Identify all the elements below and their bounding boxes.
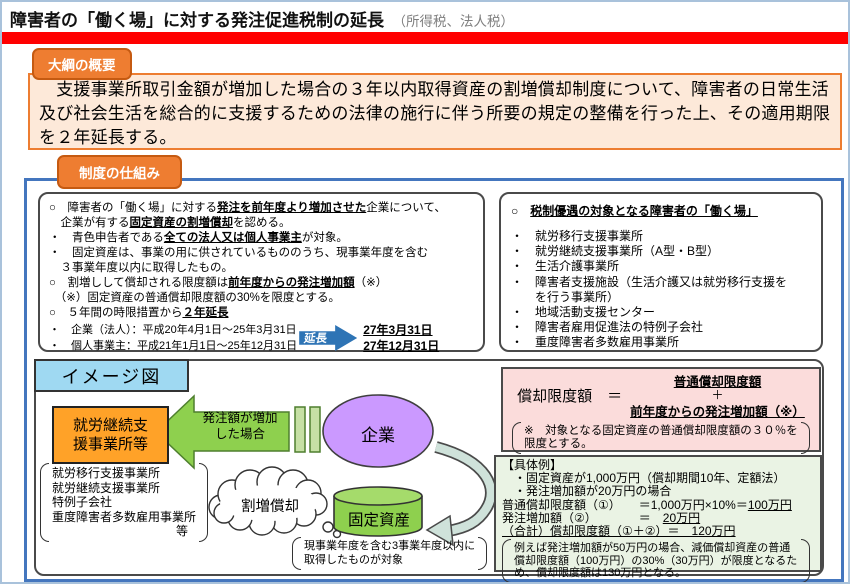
depreciation-cloud-icon <box>208 466 342 539</box>
condition-line: ○ 障害者の「働く場」に対する発注を前年度より増加させた企業について、 <box>49 202 446 214</box>
extended-deadlines: 27年3月31日 27年12月31日 <box>363 322 439 354</box>
example-line: （合計）償却限度額（①＋②）＝ 120万円 <box>502 524 736 539</box>
list-item: ・ 生活介護事業所 <box>511 259 620 274</box>
condition-line: ○ 割増しして償却される限度額は前年度からの発注増加額（※） <box>49 277 388 289</box>
order-increase-arrow-icon <box>154 394 290 470</box>
diagram-canvas <box>154 394 497 547</box>
facility-list-bracket: 就労移行支援事業所 就労継続支援事業所 特例子会社 重度障害者多数雇用事業所 等 <box>40 463 209 542</box>
asset-scope-note-line: 取得したものが対象 <box>304 553 403 566</box>
list-item: ・ 就労継続支援事業所（A型・B型） <box>511 244 720 259</box>
extend-arrow-label: 延長 <box>303 333 328 345</box>
facility-list-line: 就労移行支援事業所 <box>52 466 161 480</box>
list-item: ・ 重度障害者多数雇用事業所 <box>511 335 680 350</box>
facility-list-line: 重度障害者多数雇用事業所 <box>52 509 197 524</box>
workplace-box-line: 就労継続支 <box>72 417 148 434</box>
deadline-extension-row: ・ 企業（法人）：平成20年4月1日～25年3月31日 ・ 個人事業主：平成21… <box>49 322 477 354</box>
page-title: 障害者の「働く場」に対する発注促進税制の延長 <box>10 11 384 30</box>
company-ellipse <box>322 394 434 468</box>
current-deadlines: ・ 企業（法人）：平成20年4月1日～25年3月31日 ・ 個人事業主：平成21… <box>49 322 297 354</box>
facility-list-line: 就労継続支援事業所 <box>52 480 161 495</box>
formula-sum: 普通償却限度額 ＋ 前年度からの発注増加額（※） <box>630 371 805 420</box>
equals-bar-icon <box>309 406 321 453</box>
order-increase-arrow-text: 発注額が増加 した場合 <box>186 410 294 442</box>
condition-line: 企業が有する固定資産の割増償却を認める。 <box>49 217 291 229</box>
title-bar: 障害者の「働く場」に対する発注促進税制の延長 （所得税、法人税） <box>10 6 514 31</box>
condition-line: ・ 企業（法人）：平成20年4月1日～25年3月31日 <box>49 324 297 336</box>
formula-row: 償却限度額 ＝ 普通償却限度額 ＋ 前年度からの発注増加額（※） <box>507 371 815 420</box>
example-line: ・固定資産が1,000万円（償却期間10年、定額法） <box>502 471 786 486</box>
facility-list-line: 特例子会社 <box>52 495 113 509</box>
example-line: ・発注増加額が20万円の場合 <box>502 484 672 499</box>
overview-text: 支援事業所取引金額が増加した場合の３年以内取得資産の割増償却制度について、障害者… <box>39 80 831 147</box>
list-item: ・ 障害者雇用促進法の特例子会社 <box>511 320 704 335</box>
fixed-asset-cylinder-icon <box>333 486 423 537</box>
eligible-workplaces-list: ・ 就労移行支援事業所 ・ 就労継続支援事業所（A型・B型） ・ 生活介護事業所… <box>511 229 811 351</box>
extended-deadline-individual: 27年12月31日 <box>363 339 440 353</box>
arrow-text-line: した場合 <box>214 427 265 441</box>
equals-bar-icon <box>294 406 306 453</box>
workplace-box: 就労継続支 援事業所等 <box>52 406 169 464</box>
invest-curved-arrow-fill <box>434 442 496 536</box>
example-box: 【具体例】 ・固定資産が1,000万円（償却期間10年、定額法） ・発注増加額が… <box>494 455 822 582</box>
image-panel: イメージ図 <box>34 359 824 582</box>
formula-box: 償却限度額 ＝ 普通償却限度額 ＋ 前年度からの発注増加額（※） ※ 対象となる… <box>501 367 821 454</box>
workplace-box-line: 援事業所等 <box>72 436 148 453</box>
formula-addend: 前年度からの発注増加額（※） <box>630 405 805 419</box>
overview-box: 支援事業所取引金額が増加した場合の３年以内取得資産の割増償却制度について、障害者… <box>28 73 842 150</box>
condition-line: ・ 個人事業主：平成21年1月1日～25年12月31日 <box>49 340 298 352</box>
example-note: 例えば発注増加額が50万円の場合、減価償却資産の普通償却限度額（100万円）の3… <box>502 539 810 582</box>
example-line: 普通償却限度額（①） ＝1,000万円×10%＝100万円 <box>502 497 792 512</box>
plus-sign: ＋ <box>711 388 724 402</box>
condition-line: ○ ５年間の時限措置から２年延長 <box>49 307 229 319</box>
extend-arrow-icon: 延長 <box>299 325 358 351</box>
condition-line: ３事業年度以内に取得したもの。 <box>49 262 233 274</box>
list-item: を行う事業所） <box>511 289 620 304</box>
company-label: 企業 <box>361 426 395 445</box>
example-line: 発注増加額（②） ＝ 20万円 <box>502 510 701 525</box>
overview-badge: 大綱の概要 <box>32 48 132 80</box>
asset-scope-note-line: 現事業年度を含む3事業年度以内に <box>304 540 476 552</box>
invest-arrow-head-icon <box>425 514 454 547</box>
fixed-asset-label: 固定資産 <box>347 512 410 529</box>
formula-note: ※ 対象となる固定資産の普通償却限度額の３０％を限度とする。 <box>512 422 810 454</box>
eligible-workplaces-header: ○ 税制優遇の対象となる障害者の「働く場」 <box>511 204 758 218</box>
list-item: ・ 障害者支援施設（生活介護又は就労移行支援を <box>511 274 788 289</box>
mechanism-badge: 制度の仕組み <box>57 155 182 189</box>
condition-line: ・ 青色申告者である全ての法人又は個人事業主が対象。 <box>49 232 348 244</box>
conditions-box: ○ 障害者の「働く場」に対する発注を前年度より増加させた企業について、 企業が有… <box>38 192 485 354</box>
extended-deadline-corporate: 27年3月31日 <box>363 323 433 337</box>
arrow-text-line: 発注額が増加 <box>202 411 278 425</box>
formula-lhs: 償却限度額 ＝ <box>517 388 623 405</box>
formula-numerator: 普通償却限度額 <box>673 375 762 389</box>
condition-line: （※）固定資産の普通償却限度額の30%を限度とする。 <box>49 292 341 304</box>
eligible-workplaces-box: ○ 税制優遇の対象となる障害者の「働く場」 ・ 就労移行支援事業所 ・ 就労継続… <box>499 192 823 352</box>
page-title-suffix: （所得税、法人税） <box>392 14 514 29</box>
asset-scope-note: 現事業年度を含む3事業年度以内に 取得したものが対象 <box>292 537 488 570</box>
depreciation-cloud-label: 割増償却 <box>241 499 299 515</box>
facility-list-line: 等 <box>176 524 189 538</box>
condition-line: ・ 固定資産は、事業の用に供されているもののうち、現事業年度を含む <box>49 247 429 259</box>
list-item: ・ 地域活動支援センター <box>511 305 656 320</box>
red-divider <box>2 32 848 44</box>
image-label: イメージ図 <box>34 359 189 392</box>
list-item: ・ 就労移行支援事業所 <box>511 229 644 243</box>
example-title: 【具体例】 <box>502 458 563 472</box>
